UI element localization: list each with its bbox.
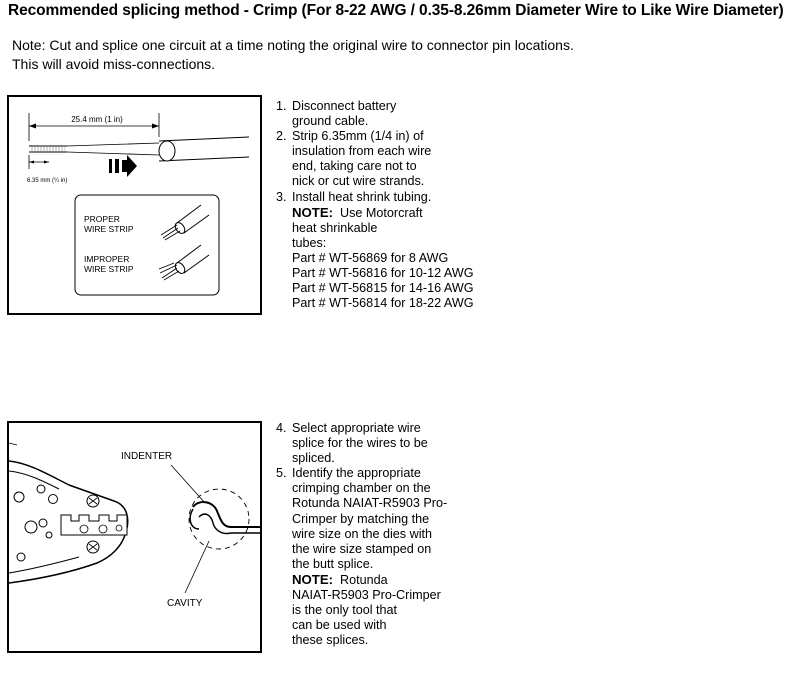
part-number-2: Part # WT-56816 for 10-12 AWG: [292, 266, 474, 281]
improper-label-2: WIRE STRIP: [84, 264, 134, 274]
improper-label-1: IMPROPER: [84, 254, 129, 264]
step-1: 1. Disconnect battery ground cable.: [276, 99, 397, 129]
page-title: Recommended splicing method - Crimp (For…: [8, 2, 784, 19]
note-line-1: Note: Cut and splice one circuit at a ti…: [12, 37, 574, 53]
proper-label-1: PROPER: [84, 214, 120, 224]
crimper-diagram: INDENTER CAVITY: [9, 442, 260, 609]
part-number-3: Part # WT-56815 for 14-16 AWG: [292, 281, 474, 296]
cavity-label: CAVITY: [167, 598, 203, 609]
step-3-note: NOTE: Use Motorcraft: [292, 204, 423, 220]
steps-list-2: 4. Select appropriate wire splice for th…: [276, 421, 576, 648]
dim-long-label: 25.4 mm (1 in): [71, 115, 123, 124]
wire-strip-figure: 25.4 mm (1 in) 6.35 mm (¼ in) PROPER WIR…: [7, 95, 262, 315]
steps-list-1: 1. Disconnect battery ground cable. 2. S…: [276, 99, 576, 311]
indenter-label: INDENTER: [121, 451, 172, 462]
step-5: 5. Identify the appropriate crimping cha…: [276, 466, 576, 648]
die-profile-icon: [189, 501, 260, 535]
proper-label-2: WIRE STRIP: [84, 224, 134, 234]
step-3: 3. Install heat shrink tubing. NOTE: Use…: [276, 190, 576, 312]
direction-arrow-icon: [109, 155, 137, 177]
crimper-tool-icon: [9, 442, 129, 584]
note-line-2: This will avoid miss-connections.: [12, 56, 216, 72]
wire-strip-diagram: 25.4 mm (1 in) 6.35 mm (¼ in) PROPER WIR…: [27, 113, 250, 296]
part-number-4: Part # WT-56814 for 18-22 AWG: [292, 296, 474, 311]
step-2: 2. Strip 6.35mm (1/4 in) of insulation f…: [276, 129, 432, 189]
dim-short-label: 6.35 mm (¼ in): [27, 178, 67, 184]
step-4: 4. Select appropriate wire splice for th…: [276, 421, 428, 466]
crimper-figure: INDENTER CAVITY: [7, 421, 262, 653]
step-5-note: NOTE: Rotunda: [292, 571, 388, 587]
proper-wire-icon: [160, 204, 210, 241]
improper-wire-icon: [158, 244, 210, 281]
part-number-1: Part # WT-56869 for 8 AWG: [292, 250, 449, 265]
